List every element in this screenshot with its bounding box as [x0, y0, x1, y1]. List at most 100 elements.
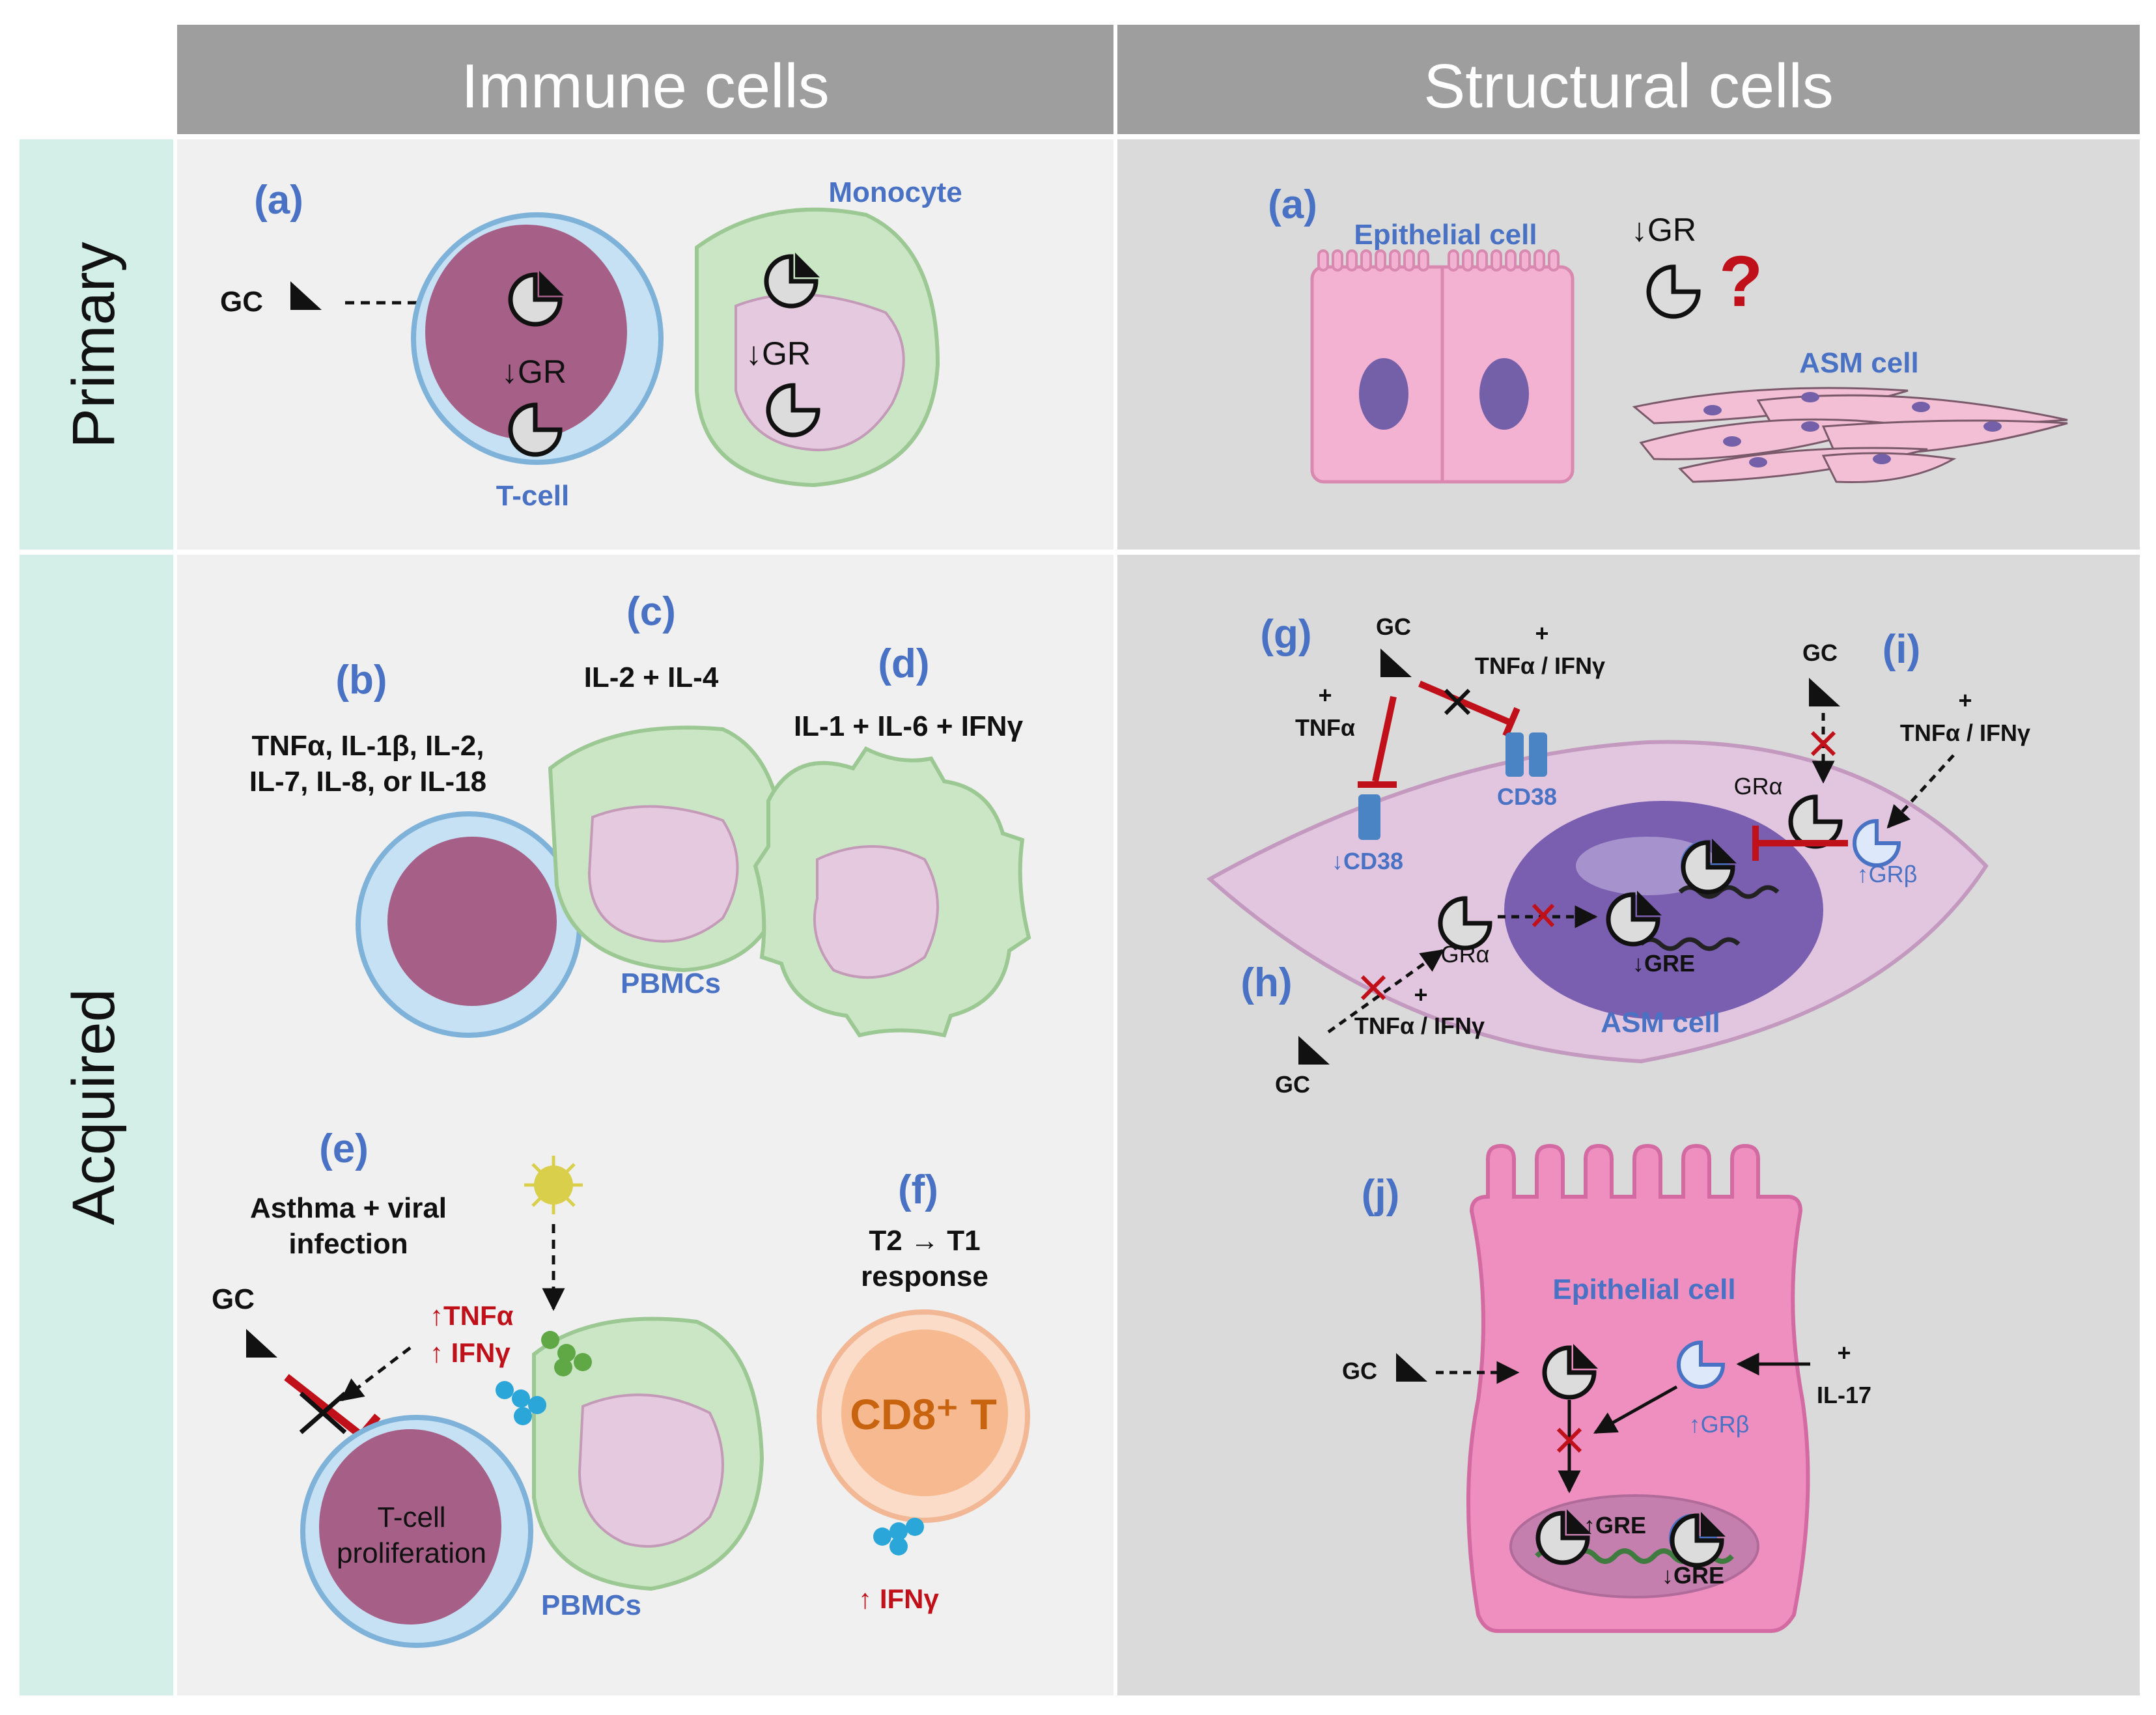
- panel-label-h: (h): [1240, 960, 1292, 1005]
- lymphocyte-b-diagram: [356, 811, 582, 1038]
- cd38-label: CD38: [1497, 783, 1557, 810]
- panel-j-il17: IL-17: [1817, 1382, 1871, 1408]
- row-label-acquired: Acquired: [61, 988, 127, 1225]
- panel-primary-structural: [1117, 139, 2140, 550]
- panel-g-inhibit-right: [1418, 680, 1512, 726]
- panel-label-f: (f): [898, 1167, 938, 1212]
- cd38-down-label: ↓CD38: [1332, 848, 1403, 874]
- panel-e-condition-line1: Asthma + viral: [250, 1192, 447, 1224]
- panel-g-inhibit-left: [1372, 695, 1397, 783]
- panel-e-gc-label: GC: [212, 1283, 255, 1315]
- panel-label-i: (i): [1883, 627, 1921, 672]
- macrophage-d-diagram: [753, 746, 1031, 1038]
- panel-g-inhibit-right-bar: [1502, 707, 1520, 737]
- panel-g-block-x-icon: [1444, 688, 1471, 716]
- structural-gr-label: ↓GR: [1631, 212, 1696, 248]
- cd38-down-receptor-icon: [1358, 794, 1380, 840]
- panel-label-d: (d): [878, 641, 929, 686]
- monocyte-gr-label: ↓GR: [746, 335, 811, 372]
- panel-h-gc-arrow: [1327, 949, 1444, 1034]
- asm-cells-diagram: [1632, 387, 2068, 484]
- panel-label-e: (e): [319, 1126, 369, 1171]
- panel-j-block-x-icon: [1556, 1427, 1582, 1453]
- asm-cell-label-primary: ASM cell: [1799, 347, 1918, 379]
- panel-e-pbmcs-label: PBMCs: [541, 1589, 641, 1621]
- panel-f-ifn: ↑ IFNγ: [858, 1583, 939, 1614]
- panel-h-gra: GRα: [1441, 941, 1490, 968]
- header-structural-bg: [1117, 25, 2140, 134]
- virus-icon: [524, 1156, 583, 1214]
- panel-h-translocation-x-icon: [1532, 903, 1555, 928]
- panel-f-line2: response: [861, 1261, 988, 1292]
- panel-i-gra: GRα: [1734, 773, 1783, 800]
- header-immune-bg: [177, 25, 1113, 134]
- panel-i-block-x-icon: [1810, 731, 1836, 757]
- epithelial-cell-large-diagram: [1466, 1143, 1810, 1633]
- panel-j-gc: GC: [1342, 1358, 1377, 1384]
- panel-label-b: (b): [335, 658, 387, 703]
- panel-g-tnf-left: TNFα: [1295, 714, 1355, 741]
- panel-i-grb: ↑GRβ: [1857, 861, 1918, 887]
- panel-i-cytokine-arrow: [1886, 754, 1955, 829]
- header-immune: Immune cells: [461, 51, 830, 121]
- panel-label-g: (g): [1260, 612, 1311, 657]
- panel-h-plus: +: [1414, 981, 1427, 1008]
- gre-down-label: ↓GRE: [1632, 950, 1695, 977]
- cd8-label: CD8⁺ T: [850, 1390, 997, 1438]
- panel-g-tnf-ifn: TNFα / IFNγ: [1475, 652, 1605, 679]
- panel-h-tnf-ifn: TNFα / IFNγ: [1354, 1012, 1485, 1039]
- panel-c-stimulus: IL-2 + IL-4: [584, 662, 719, 693]
- panel-j-grb: ↑GRβ: [1689, 1411, 1750, 1438]
- panel-e-tnf: ↑TNFα: [430, 1300, 514, 1331]
- panel-e-block-x-icon: [299, 1391, 347, 1434]
- t-cell-diagram: [411, 212, 664, 465]
- panel-label-j: (j): [1362, 1172, 1400, 1217]
- pbmcs-label-top: PBMCs: [621, 968, 721, 999]
- panel-j-grb-arrow: [1593, 1385, 1678, 1434]
- t-cell-label: T-cell: [496, 480, 570, 512]
- t-cell-gr-label: ↓GR: [501, 354, 567, 390]
- panel-j-plus: +: [1837, 1339, 1851, 1366]
- panel-label-a-immune: (a): [254, 178, 303, 223]
- cd38-receptor-icon: [1505, 732, 1547, 777]
- panel-i-plus: +: [1958, 687, 1972, 714]
- panel-label-a-structural: (a): [1268, 182, 1317, 227]
- panel-j-epithelial-label: Epithelial cell: [1552, 1274, 1735, 1305]
- cytokine-dots-icon: [496, 1331, 592, 1425]
- monocyte-label: Monocyte: [828, 176, 962, 208]
- panel-d-stimulus: IL-1 + IL-6 + IFNγ: [794, 710, 1024, 742]
- question-mark: ?: [1719, 242, 1763, 322]
- panel-g-plus-right: +: [1535, 620, 1548, 647]
- cd8-tcell-diagram: [817, 1309, 1030, 1555]
- panel-g-plus-left: +: [1318, 682, 1332, 708]
- row-label-acquired-bg: [20, 555, 173, 1695]
- panel-h-gc: GC: [1275, 1071, 1310, 1098]
- row-label-primary-bg: [20, 139, 173, 550]
- panel-b-stimulus-line2: IL-7, IL-8, or IL-18: [249, 766, 486, 798]
- monocyte-c-diagram: [548, 725, 787, 973]
- panel-g-gc: GC: [1376, 613, 1411, 640]
- panel-b-stimulus-line1: TNFα, IL-1β, IL-2,: [251, 730, 484, 762]
- asm-cell-label-acquired: ASM cell: [1601, 1007, 1720, 1039]
- monocyte-diagram: [695, 207, 940, 488]
- header-structural: Structural cells: [1423, 51, 1834, 121]
- panel-i-tnf-ifn: TNFα / IFNγ: [1900, 719, 2030, 746]
- panel-h-block-x-icon: [1360, 975, 1386, 1001]
- panel-e-tcell-diagram: [300, 1415, 533, 1648]
- epithelial-cells-diagram: [1310, 249, 1575, 484]
- panel-f-line1: T2 → T1: [869, 1225, 980, 1257]
- panel-i-gc: GC: [1802, 639, 1838, 666]
- panel-e-pbmc-diagram: [532, 1317, 764, 1591]
- panel-e-ifn: ↑ IFNγ: [430, 1337, 511, 1368]
- panel-label-c: (c): [626, 589, 676, 634]
- panel-j-gre-up: ↑GRE: [1584, 1512, 1646, 1539]
- panel-e-condition-line2: infection: [288, 1228, 408, 1260]
- panel-e-tcell-line2: proliferation: [337, 1537, 486, 1569]
- panel-j-gre-down: ↓GRE: [1662, 1562, 1724, 1589]
- panel-e-inhibition-line: [284, 1374, 364, 1439]
- panel-e-tcell-line1: T-cell: [377, 1501, 445, 1533]
- gc-label: GC: [220, 286, 263, 318]
- epithelial-cell-label: Epithelial cell: [1354, 219, 1537, 251]
